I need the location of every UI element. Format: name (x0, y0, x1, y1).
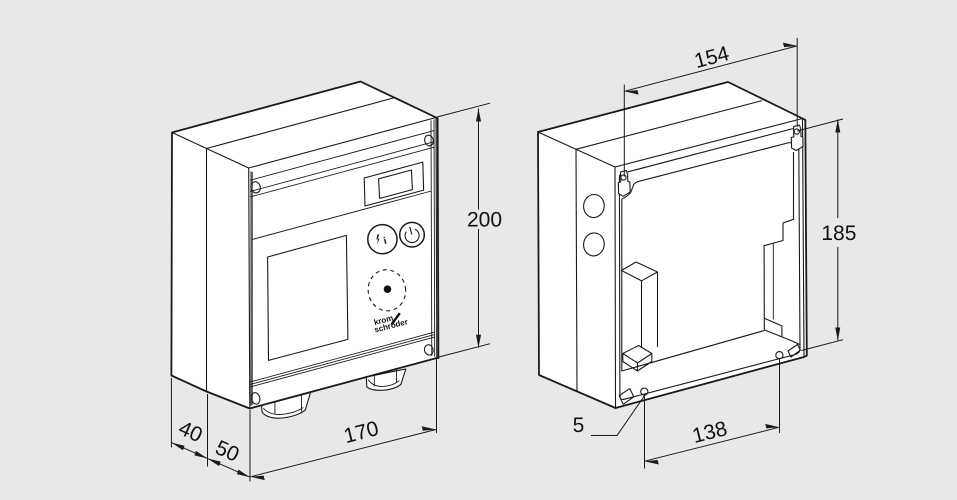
svg-text:5: 5 (573, 414, 585, 437)
svg-text:200: 200 (467, 209, 502, 232)
svg-text:185: 185 (821, 222, 856, 245)
svg-text:i: i (383, 235, 389, 246)
